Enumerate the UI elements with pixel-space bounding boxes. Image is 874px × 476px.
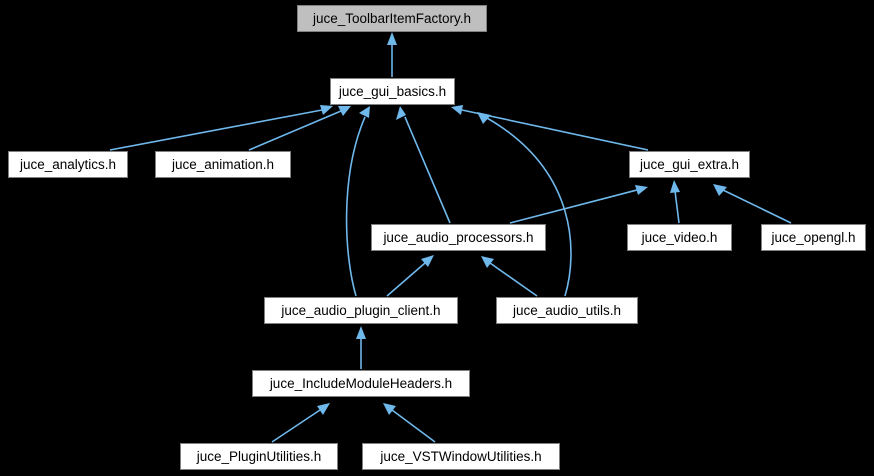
node-label: juce_opengl.h — [771, 229, 856, 245]
edge-plugin_utils-to-include_mod — [271, 403, 330, 443]
node-label: juce_video.h — [641, 229, 718, 245]
node-juce_IncludeModuleHeaders[interactable]: juce_IncludeModuleHeaders.h — [252, 370, 470, 397]
edge-animation-to-gui_basics — [248, 106, 351, 151]
node-juce_animation[interactable]: juce_animation.h — [155, 151, 291, 178]
node-label: juce_animation.h — [171, 156, 275, 172]
edge-analytics-to-gui_basics — [109, 105, 333, 151]
node-juce_audio_plugin_client[interactable]: juce_audio_plugin_client.h — [264, 297, 458, 324]
edge-audio_utils-to-audio_proc — [481, 256, 538, 297]
edge-gui_extra-to-gui_basics — [451, 105, 649, 151]
node-label: juce_IncludeModuleHeaders.h — [269, 375, 453, 391]
node-label: juce_gui_basics.h — [338, 83, 447, 99]
node-label: juce_VSTWindowUtilities.h — [380, 448, 542, 464]
edge-audio_proc-to-gui_basics — [396, 106, 451, 224]
node-label: juce_audio_plugin_client.h — [281, 302, 441, 318]
edge-vst_win_utils-to-include_mod — [383, 403, 436, 443]
node-juce_audio_utils[interactable]: juce_audio_utils.h — [496, 297, 638, 324]
edge-video-to-gui_extra — [670, 180, 680, 224]
node-label: juce_PluginUtilities.h — [196, 448, 322, 464]
node-label: juce_ToolbarItemFactory.h — [312, 10, 472, 26]
edge-audio_proc-to-gui_extra — [509, 185, 648, 224]
node-juce_audio_processors[interactable]: juce_audio_processors.h — [371, 224, 546, 251]
edge-plugin_client-to-audio_proc — [386, 255, 434, 297]
edge-include_mod-to-plugin_client — [356, 326, 366, 369]
node-juce_ToolbarItemFactory[interactable]: juce_ToolbarItemFactory.h — [297, 5, 487, 32]
node-juce_gui_extra[interactable]: juce_gui_extra.h — [629, 151, 750, 178]
node-label: juce_analytics.h — [19, 156, 117, 172]
node-label: juce_gui_extra.h — [639, 156, 740, 172]
node-juce_opengl[interactable]: juce_opengl.h — [761, 224, 866, 251]
node-juce_PluginUtilities[interactable]: juce_PluginUtilities.h — [180, 443, 338, 470]
edge-opengl-to-gui_extra — [713, 184, 792, 224]
edge-audio_utils-to-gui_basics — [477, 112, 572, 297]
node-label: juce_audio_processors.h — [383, 229, 534, 245]
edge-plugin_client-to-gui_basics — [345, 106, 370, 297]
node-juce_video[interactable]: juce_video.h — [627, 224, 732, 251]
node-juce_gui_basics[interactable]: juce_gui_basics.h — [330, 78, 455, 105]
node-juce_VSTWindowUtilities[interactable]: juce_VSTWindowUtilities.h — [362, 443, 560, 470]
edge-gui_basics-to-toolbar — [387, 32, 397, 77]
node-juce_analytics[interactable]: juce_analytics.h — [8, 151, 128, 178]
node-label: juce_audio_utils.h — [512, 302, 622, 318]
